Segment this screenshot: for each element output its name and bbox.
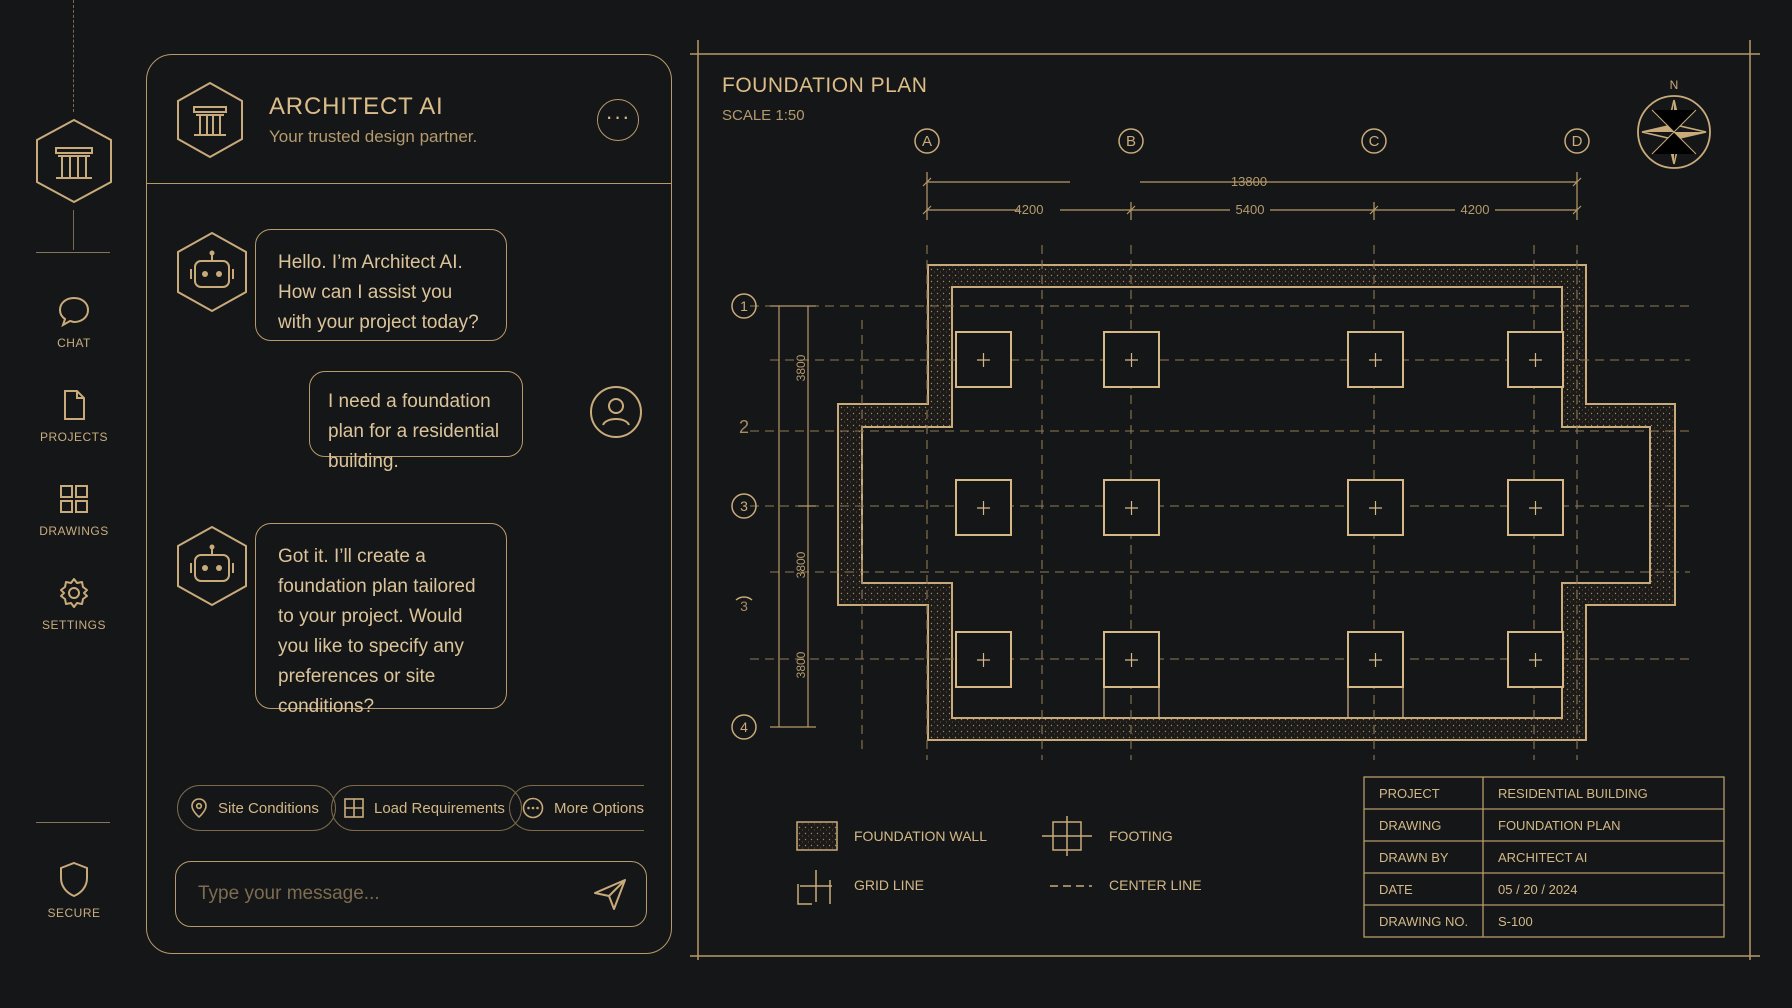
secure-label: SECURE <box>47 906 101 920</box>
message-input-box <box>175 861 647 927</box>
grid-row-label: 3 <box>740 498 748 514</box>
shield-icon <box>60 861 88 898</box>
dimension-span: 4200 <box>1015 202 1044 217</box>
app-subtitle: Your trusted design partner. <box>269 127 478 146</box>
drawing-scale: SCALE 1:50 <box>722 107 805 124</box>
title-block-key: DRAWING <box>1379 818 1441 833</box>
nav-label: PROJECTS <box>39 430 108 444</box>
chip-overflow-clip: More Options <box>507 781 649 837</box>
legend-label: FOUNDATION WALL <box>854 828 987 844</box>
legend-label: CENTER LINE <box>1109 877 1202 893</box>
title-block-key: PROJECT <box>1379 786 1440 801</box>
grid-column-label: D <box>1572 133 1583 150</box>
legend-label: GRID LINE <box>854 877 924 893</box>
title-block-value: 05 / 20 / 2024 <box>1498 882 1578 897</box>
chip-label: More Options <box>554 799 645 817</box>
hatched-wall-icon <box>796 821 838 851</box>
dimension-span: 5400 <box>1236 202 1265 217</box>
dimension-row: 3800 <box>794 551 808 578</box>
assistant-message-bubble: Hello. I’m Architect AI. How can I assis… <box>255 229 507 341</box>
title-block-key: DRAWN BY <box>1379 850 1449 865</box>
compass-icon <box>1637 95 1711 169</box>
grid-line-icon <box>797 870 832 905</box>
app-title: ARCHITECT AI <box>269 93 444 120</box>
more-circle-icon <box>522 797 544 819</box>
send-icon[interactable] <box>592 876 628 912</box>
legend-label: FOOTING <box>1109 828 1173 844</box>
more-options-button[interactable]: ··· <box>597 99 639 141</box>
dim-mask <box>1070 172 1140 188</box>
robot-avatar-icon <box>177 525 247 607</box>
sheet-border <box>690 40 1760 960</box>
footings <box>955 331 1564 688</box>
grid-row-label: 1 <box>740 298 748 314</box>
user-avatar-icon <box>590 386 642 438</box>
column-logo-icon <box>177 81 243 159</box>
grid-column-label: B <box>1126 133 1136 150</box>
chip-label: Load Requirements <box>374 799 505 817</box>
legend <box>796 816 1092 905</box>
user-message-bubble: I need a foundation plan for a residenti… <box>309 371 523 472</box>
footing-icon <box>1042 816 1092 856</box>
dimension-row: 3800 <box>794 354 808 381</box>
dim-mask <box>1230 201 1270 216</box>
chat-bubble-icon <box>58 296 90 328</box>
nav-label: SETTINGS <box>41 618 106 632</box>
title-block-value: FOUNDATION PLAN <box>1498 818 1621 833</box>
chat-panel: ARCHITECT AI Your trusted design partner… <box>146 54 672 954</box>
title-block <box>1363 776 1725 938</box>
dimension-row: 3800 <box>794 651 808 678</box>
assistant-message-bubble: Got it. I’ll create a foundation plan ta… <box>255 523 507 717</box>
grid-row-label: 4 <box>740 719 748 735</box>
nav-decor-line <box>73 0 74 112</box>
nav-divider <box>36 822 110 823</box>
nav-item-projects[interactable]: PROJECTS <box>24 388 124 444</box>
robot-avatar-icon <box>177 231 247 313</box>
dimension-span: 4200 <box>1461 202 1490 217</box>
title-block-value: RESIDENTIAL BUILDING <box>1498 786 1648 801</box>
nav-label: DRAWINGS <box>39 524 109 538</box>
nav-divider <box>36 252 110 253</box>
nav-item-chat[interactable]: CHAT <box>24 294 124 350</box>
title-block-key: DATE <box>1379 882 1413 897</box>
message-input[interactable] <box>196 862 580 926</box>
location-pin-icon <box>191 798 207 819</box>
compass-label: N <box>1670 78 1679 92</box>
title-block-text: PROJECT RESIDENTIAL BUILDING DRAWING FOU… <box>1379 786 1648 929</box>
gear-icon <box>60 578 88 608</box>
nav-decor-line <box>73 210 74 250</box>
chat-header: ARCHITECT AI Your trusted design partner… <box>147 55 671 184</box>
footing-crosses <box>977 353 1542 718</box>
grid-icon <box>344 798 364 818</box>
dim-mask <box>1455 201 1495 216</box>
vertical-dimension-lines <box>770 305 816 728</box>
title-block-value: ARCHITECT AI <box>1498 850 1587 865</box>
chip-label: Site Conditions <box>218 799 319 817</box>
dimension-total: 13800 <box>1231 174 1267 189</box>
column-logo-icon <box>36 118 112 204</box>
chip-site-conditions[interactable]: Site Conditions <box>177 785 336 831</box>
grid-row-label: 3 <box>740 598 748 614</box>
nav-item-settings[interactable]: SETTINGS <box>24 576 124 632</box>
nav-label: CHAT <box>57 336 91 350</box>
grid-icon <box>60 485 88 513</box>
grid-column-label: A <box>922 133 932 150</box>
sidebar-nav: CHAT PROJECTS DRAWINGS SETTINGS SECURE <box>0 0 148 1008</box>
grid-column-markers <box>914 128 1590 154</box>
drawing-title: FOUNDATION PLAN <box>722 74 927 97</box>
grid-row-label: 2 <box>739 417 749 437</box>
nav-item-drawings[interactable]: DRAWINGS <box>24 482 124 538</box>
chip-load-requirements[interactable]: Load Requirements <box>331 785 522 831</box>
title-block-key: DRAWING NO. <box>1379 914 1468 929</box>
secure-badge: SECURE <box>24 860 124 920</box>
title-block-value: S-100 <box>1498 914 1533 929</box>
chip-more-options[interactable]: More Options <box>509 785 645 831</box>
dim-mask <box>1020 201 1060 216</box>
grid-column-label: C <box>1369 133 1380 150</box>
grid-row-markers <box>731 293 757 740</box>
document-icon <box>64 390 85 420</box>
foundation-plan-drawing: FOUNDATION PLAN SCALE 1:50 N A B C D 138… <box>690 40 1760 960</box>
